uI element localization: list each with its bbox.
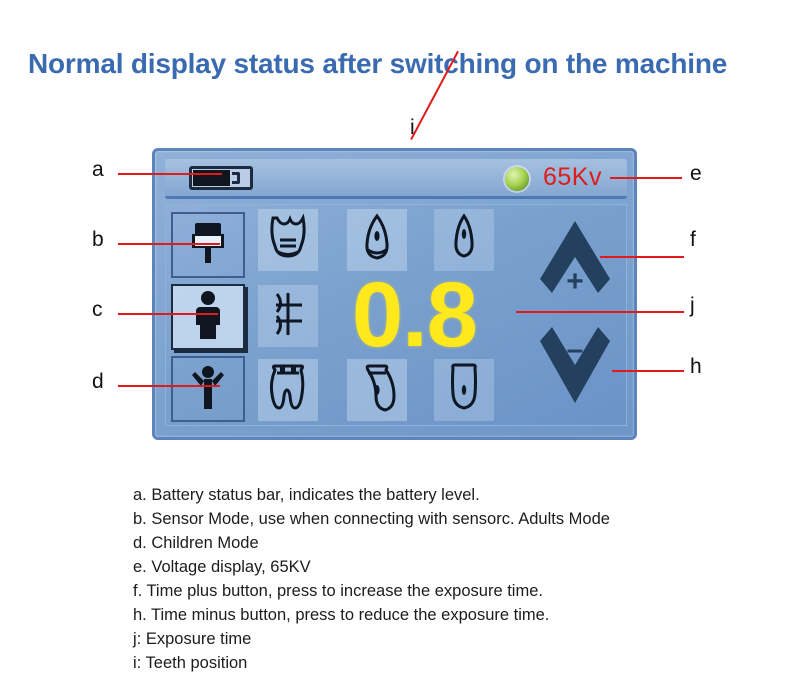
tooth-lower-premolar[interactable] — [347, 359, 407, 421]
leader-line-b — [118, 243, 220, 245]
callout-label-i: i — [410, 116, 415, 139]
tooth-upper-molar[interactable] — [258, 209, 318, 271]
lcd-main-area: 0.8 + – — [165, 204, 627, 426]
callout-label-f: f — [690, 228, 696, 251]
upper-premolar-tooth-icon — [358, 212, 396, 269]
page-title: Normal display status after switching on… — [28, 48, 728, 79]
legend-block: a. Battery status bar, indicates the bat… — [133, 483, 753, 675]
callout-label-h: h — [690, 355, 702, 378]
legend-item-d: d. Children Mode — [133, 534, 259, 552]
battery-icon — [189, 166, 253, 190]
leader-line-c — [118, 313, 218, 315]
exposure-time-value: 0.8 — [352, 264, 478, 366]
lower-premolar-tooth-icon — [358, 362, 396, 419]
legend-item-f: f. Time plus button, press to increase t… — [133, 582, 543, 600]
minus-sign-icon: – — [566, 333, 584, 366]
chevron-down-icon — [540, 327, 610, 403]
sidebar-item-children-mode[interactable] — [171, 356, 245, 422]
bitewing-occlusal-icon — [268, 291, 308, 342]
callout-label-c: c — [92, 298, 103, 321]
leader-line-j — [516, 311, 684, 313]
children-mode-icon — [191, 364, 225, 415]
adult-mode-icon — [193, 290, 223, 345]
leader-line-d — [118, 385, 220, 387]
callout-label-b: b — [92, 228, 104, 251]
tooth-lower-incisor[interactable] — [434, 359, 494, 421]
status-bar: 65Kv — [165, 159, 627, 199]
legend-item-j: j: Exposure time — [133, 630, 252, 648]
time-plus-button[interactable]: + — [538, 217, 612, 305]
callout-label-j: j — [690, 294, 695, 317]
sensor-mode-icon — [188, 220, 228, 271]
plus-sign-icon: + — [566, 265, 584, 298]
device-lcd-panel: 65Kv — [152, 148, 637, 440]
time-adjust-buttons: + – — [530, 209, 620, 421]
time-minus-button[interactable]: – — [538, 319, 612, 407]
lower-incisor-tooth-icon — [448, 362, 480, 419]
voltage-display: 65Kv — [543, 163, 602, 191]
leader-line-a — [118, 173, 222, 175]
callout-label-e: e — [690, 162, 702, 185]
lower-molar-tooth-icon — [265, 362, 311, 419]
legend-item-i: i: Teeth position — [133, 654, 248, 672]
callout-label-a: a — [92, 158, 104, 181]
legend-item-b: b. Sensor Mode, use when connecting with… — [133, 510, 610, 528]
leader-line-f — [600, 256, 684, 258]
upper-molar-tooth-icon — [265, 212, 311, 269]
tooth-lower-molar[interactable] — [258, 359, 318, 421]
battery-cap-icon — [232, 172, 240, 184]
tooth-upper-incisor[interactable] — [434, 209, 494, 271]
green-led-icon — [505, 167, 529, 191]
upper-incisor-tooth-icon — [448, 212, 480, 269]
legend-item-e: e. Voltage display, 65KV — [133, 558, 311, 576]
chevron-up-icon — [540, 221, 610, 293]
leader-line-e — [610, 177, 682, 179]
callout-label-d: d — [92, 370, 104, 393]
leader-line-h — [612, 370, 684, 372]
sidebar-item-adults-mode[interactable] — [171, 284, 245, 350]
tooth-bitewing[interactable] — [258, 285, 318, 347]
mode-column — [171, 208, 249, 422]
sidebar-item-sensor-mode[interactable] — [171, 212, 245, 278]
tooth-upper-premolar[interactable] — [347, 209, 407, 271]
legend-item-h: h. Time minus button, press to reduce th… — [133, 606, 550, 624]
legend-item-a: a. Battery status bar, indicates the bat… — [133, 486, 480, 504]
